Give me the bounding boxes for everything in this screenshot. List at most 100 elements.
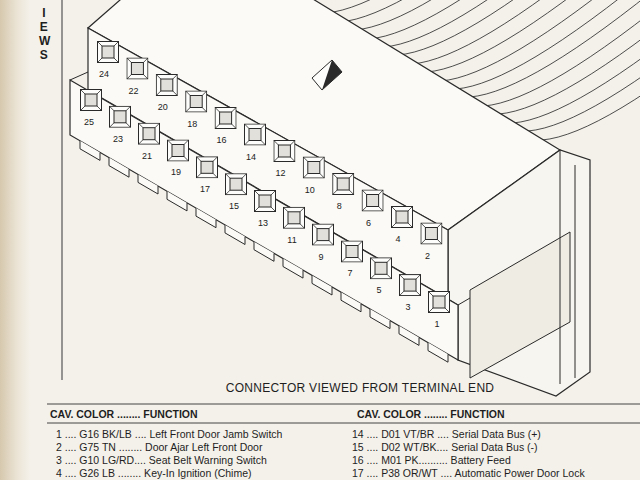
cavity	[245, 124, 266, 145]
cavity-number: 7	[347, 267, 352, 279]
cavities	[81, 42, 450, 313]
housing-edge	[458, 150, 575, 384]
cavity	[226, 174, 247, 195]
terminal-tab	[80, 141, 100, 161]
cavity-number: 16	[217, 134, 227, 146]
cavity	[303, 157, 324, 178]
cavity-number: 25	[84, 116, 94, 128]
cavity-number: 12	[275, 167, 285, 179]
cavity	[274, 141, 295, 162]
cavity	[156, 75, 177, 96]
cavity-number: 13	[258, 217, 268, 229]
cavity	[186, 91, 207, 112]
latch-ramp	[312, 60, 342, 90]
wire	[355, 0, 555, 30]
cavity	[421, 223, 442, 244]
wire	[412, 0, 612, 64]
cavity-number: 6	[366, 217, 371, 229]
cavity-number: 17	[200, 183, 210, 195]
cavity-number: 10	[305, 184, 315, 196]
wire	[470, 0, 640, 97]
wire	[542, 20, 640, 140]
cavity	[110, 106, 131, 127]
table-rule	[47, 423, 640, 424]
wire	[456, 0, 640, 89]
terminal-tabs	[80, 141, 448, 362]
terminal-tab	[167, 191, 187, 211]
terminal-tab	[428, 343, 448, 363]
wire	[384, 0, 584, 47]
table-row: 1 .... G16 BK/LB .... Left Front Door Ja…	[56, 428, 282, 440]
cavity	[342, 241, 363, 262]
terminal-tab	[225, 225, 245, 245]
terminal-tab	[283, 259, 303, 279]
cavity-number: 1	[434, 318, 439, 330]
terminal-tab	[341, 292, 361, 312]
cavity	[81, 90, 102, 111]
terminal-tab	[254, 242, 274, 262]
cavity-number: 8	[337, 200, 342, 212]
cavity	[284, 207, 305, 228]
cavity	[392, 207, 413, 228]
table-row: 2 .... G75 TN ........ Door Ajar Left Fr…	[56, 441, 262, 453]
wire	[441, 0, 640, 81]
wire	[369, 0, 569, 39]
cavity-number: 3	[405, 301, 410, 313]
cavity	[333, 174, 354, 195]
terminal-tab	[370, 309, 390, 329]
table-row: 14 .... D01 VT/BR .... Serial Data Bus (…	[352, 428, 541, 440]
housing-edge	[70, 72, 88, 80]
cavity-number: 2	[425, 250, 430, 262]
table-row: 15 .... D02 WT/BK.... Serial Data Bus (-…	[352, 441, 538, 453]
cavity-number: 4	[395, 233, 400, 245]
cavity-number: 19	[171, 166, 181, 178]
cavity	[139, 123, 160, 144]
diagram-title: CONNECTOR VIEWED FROM TERMINAL END	[226, 382, 495, 394]
terminal-tab	[399, 326, 419, 346]
cavity	[98, 42, 119, 63]
table-header: CAV. COLOR ........ FUNCTION	[50, 408, 198, 420]
cavity-number: 11	[287, 234, 296, 246]
cavity	[313, 224, 334, 245]
table-row: 17 .... P38 OR/WT .... Automatic Power D…	[352, 467, 585, 479]
cavity-number: 24	[99, 68, 109, 80]
wire	[513, 3, 640, 123]
cavity-number: 20	[158, 101, 168, 113]
cavity-number: 5	[376, 284, 381, 296]
latch-recess	[470, 232, 570, 378]
terminal-tab	[138, 174, 158, 194]
cavity-number: 21	[142, 150, 152, 162]
page-margin-rule	[61, 0, 62, 380]
cavity	[215, 108, 236, 129]
cavity	[197, 157, 218, 178]
table-row: 3 .... G10 LG/RD.... Seat Belt Warning S…	[56, 454, 267, 466]
section-heading: IEWS	[39, 6, 49, 62]
wire	[340, 0, 540, 22]
wire	[484, 0, 640, 106]
cavity-number: 23	[113, 133, 123, 145]
terminal-tab	[196, 208, 216, 228]
cavity	[127, 58, 148, 79]
table-header: CAV. COLOR ........ FUNCTION	[357, 408, 505, 420]
terminal-tab	[312, 275, 332, 295]
table-rule	[47, 404, 640, 405]
table-row: 16 .... M01 PK.......... Battery Feed	[352, 454, 511, 466]
wire	[528, 11, 640, 131]
latch-ramp-face	[322, 60, 342, 90]
cavity-number: 14	[246, 151, 256, 163]
table-row: 4 .... G26 LB ........ Key-In Ignition (…	[56, 467, 252, 479]
cavity	[371, 258, 392, 279]
wire	[499, 0, 640, 114]
cavity-number: 9	[318, 251, 323, 263]
cavity	[400, 275, 421, 296]
housing-side-body	[448, 150, 590, 396]
wire	[427, 0, 627, 72]
cavity	[362, 190, 383, 211]
lower-tier-face	[70, 80, 458, 360]
cavity	[255, 191, 276, 212]
cavity-number: 18	[187, 118, 197, 130]
cavity	[429, 292, 450, 313]
cavity	[168, 140, 189, 161]
cavity-number: 15	[229, 200, 239, 212]
